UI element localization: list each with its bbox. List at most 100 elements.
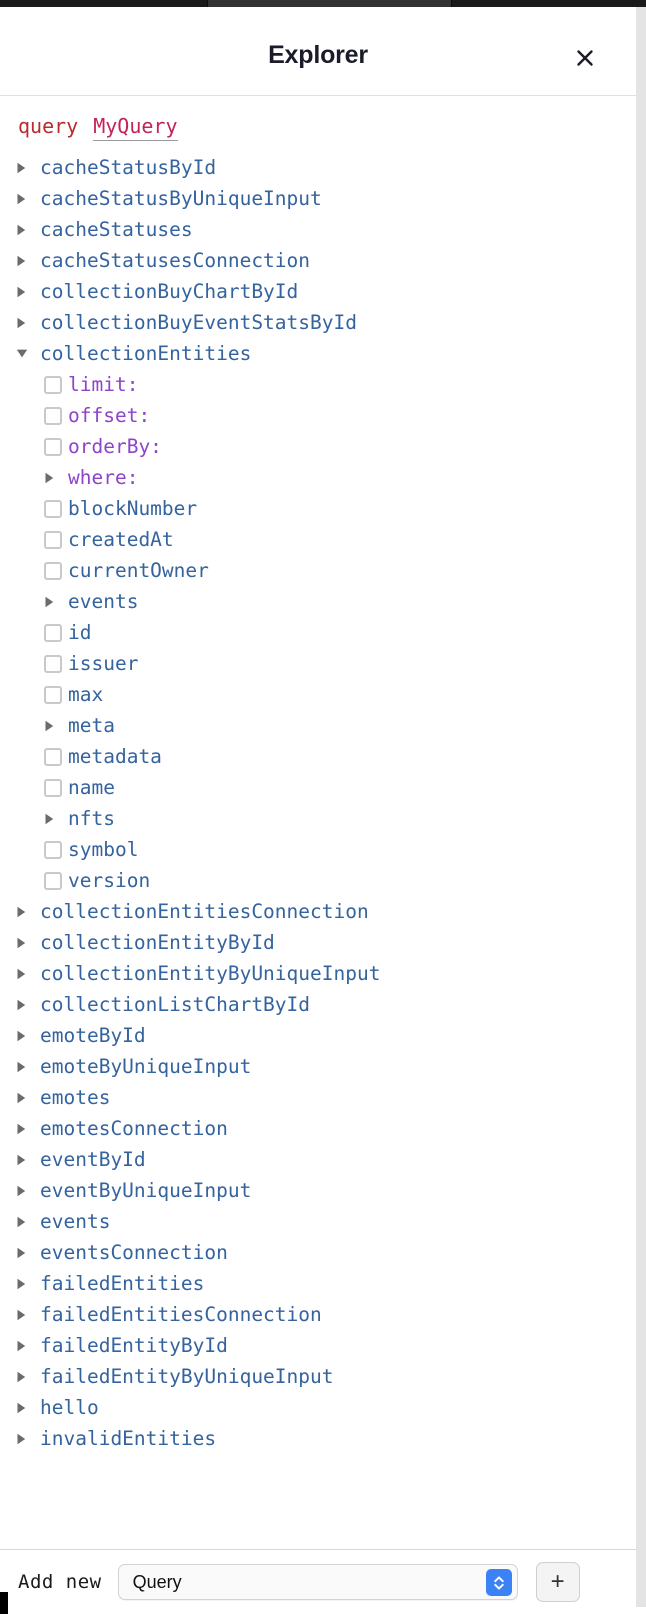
chevron-right-icon[interactable] bbox=[16, 1154, 34, 1166]
tree-row-expandable[interactable]: collectionEntityByUniqueInput bbox=[0, 958, 636, 989]
chevron-right-icon[interactable] bbox=[16, 1123, 34, 1135]
chevron-right-icon[interactable] bbox=[16, 1061, 34, 1073]
chevron-right-icon[interactable] bbox=[44, 813, 62, 825]
tree-row-expandable[interactable]: emoteById bbox=[0, 1020, 636, 1051]
close-icon[interactable] bbox=[572, 45, 598, 71]
chevron-right-icon[interactable] bbox=[16, 999, 34, 1011]
tree-row-label: collectionListChartById bbox=[40, 993, 311, 1016]
tree-row-expandable[interactable]: eventsConnection bbox=[0, 1237, 636, 1268]
explorer-footer: Add new Query + bbox=[0, 1550, 636, 1614]
chevron-right-icon[interactable] bbox=[16, 1340, 34, 1352]
tree-row-checkbox[interactable]: blockNumber bbox=[0, 493, 636, 524]
tree-row-expandable[interactable]: failedEntityById bbox=[0, 1330, 636, 1361]
chevron-right-icon[interactable] bbox=[16, 1216, 34, 1228]
field-checkbox[interactable] bbox=[44, 840, 62, 859]
tree-row-label: meta bbox=[68, 714, 115, 737]
tree-row-expandable[interactable]: cacheStatusById bbox=[0, 152, 636, 183]
tree-row-expandable[interactable]: failedEntities bbox=[0, 1268, 636, 1299]
tree-row-expandable[interactable]: collectionEntitiesConnection bbox=[0, 896, 636, 927]
field-checkbox[interactable] bbox=[44, 685, 62, 704]
operation-name[interactable]: MyQuery bbox=[93, 114, 178, 141]
chevron-right-icon[interactable] bbox=[16, 286, 34, 298]
tree-row-expandable[interactable]: collectionEntityById bbox=[0, 927, 636, 958]
chevron-right-icon[interactable] bbox=[44, 720, 62, 732]
chevron-right-icon[interactable] bbox=[44, 472, 62, 484]
field-checkbox[interactable] bbox=[44, 406, 62, 425]
chevron-right-icon[interactable] bbox=[16, 937, 34, 949]
tree-row-checkbox[interactable]: symbol bbox=[0, 834, 636, 865]
tree-row-label: emotesConnection bbox=[40, 1117, 228, 1140]
chevron-right-icon[interactable] bbox=[16, 906, 34, 918]
field-checkbox[interactable] bbox=[44, 747, 62, 766]
tree-row-expandable[interactable]: cacheStatusByUniqueInput bbox=[0, 183, 636, 214]
tree-row-expandable[interactable]: meta bbox=[0, 710, 636, 741]
add-operation-button[interactable]: + bbox=[535, 1562, 580, 1602]
tree-row-checkbox[interactable]: version bbox=[0, 865, 636, 896]
field-checkbox[interactable] bbox=[44, 499, 62, 518]
field-checkbox[interactable] bbox=[44, 871, 62, 890]
operation-type-select[interactable]: Query bbox=[117, 1564, 518, 1600]
chevron-right-icon[interactable] bbox=[16, 1247, 34, 1259]
chevron-right-icon[interactable] bbox=[16, 224, 34, 236]
tree-row-expandable[interactable]: collectionBuyEventStatsById bbox=[0, 307, 636, 338]
tree-row-label: emoteById bbox=[40, 1024, 146, 1047]
chevron-right-icon[interactable] bbox=[44, 596, 62, 608]
chevron-right-icon[interactable] bbox=[16, 162, 34, 174]
tree-row-checkbox[interactable]: max bbox=[0, 679, 636, 710]
chevron-updown-icon[interactable] bbox=[485, 1569, 512, 1596]
chevron-right-icon[interactable] bbox=[16, 317, 34, 329]
chevron-right-icon[interactable] bbox=[16, 1433, 34, 1445]
field-checkbox[interactable] bbox=[44, 530, 62, 549]
tree-row-expandable[interactable]: events bbox=[0, 586, 636, 617]
field-checkbox[interactable] bbox=[44, 561, 62, 580]
chevron-right-icon[interactable] bbox=[16, 1030, 34, 1042]
tree-row-expandable[interactable]: eventById bbox=[0, 1144, 636, 1175]
chevron-right-icon[interactable] bbox=[16, 968, 34, 980]
field-checkbox[interactable] bbox=[44, 623, 62, 642]
tree-row-expandable[interactable]: emotesConnection bbox=[0, 1113, 636, 1144]
tree-row-checkbox[interactable]: orderBy: bbox=[0, 431, 636, 462]
field-checkbox[interactable] bbox=[44, 654, 62, 673]
tree-row-checkbox[interactable]: id bbox=[0, 617, 636, 648]
chevron-right-icon[interactable] bbox=[16, 1371, 34, 1383]
tree-row-expandable[interactable]: failedEntityByUniqueInput bbox=[0, 1361, 636, 1392]
tree-row-expandable[interactable]: cacheStatuses bbox=[0, 214, 636, 245]
chevron-right-icon[interactable] bbox=[16, 255, 34, 267]
chevron-right-icon[interactable] bbox=[16, 1278, 34, 1290]
tree-row-expandable[interactable]: failedEntitiesConnection bbox=[0, 1299, 636, 1330]
tree-row-expandable[interactable]: where: bbox=[0, 462, 636, 493]
field-checkbox[interactable] bbox=[44, 437, 62, 456]
tree-row-expandable[interactable]: cacheStatusesConnection bbox=[0, 245, 636, 276]
tree-row-expandable[interactable]: eventByUniqueInput bbox=[0, 1175, 636, 1206]
tree-row-checkbox[interactable]: issuer bbox=[0, 648, 636, 679]
tree-row-expandable[interactable]: collectionEntities bbox=[0, 338, 636, 369]
chevron-right-icon[interactable] bbox=[16, 1402, 34, 1414]
chevron-right-icon[interactable] bbox=[16, 1185, 34, 1197]
chevron-right-icon[interactable] bbox=[16, 193, 34, 205]
chevron-right-icon[interactable] bbox=[16, 1309, 34, 1321]
tree-row-checkbox[interactable]: createdAt bbox=[0, 524, 636, 555]
tree-row-checkbox[interactable]: offset: bbox=[0, 400, 636, 431]
chevron-right-icon[interactable] bbox=[16, 1092, 34, 1104]
field-checkbox[interactable] bbox=[44, 375, 62, 394]
tree-row-checkbox[interactable]: metadata bbox=[0, 741, 636, 772]
field-checkbox[interactable] bbox=[44, 778, 62, 797]
tree-row-expandable[interactable]: emotes bbox=[0, 1082, 636, 1113]
tree-row-label: collectionEntityById bbox=[40, 931, 275, 954]
tree-row-expandable[interactable]: emoteByUniqueInput bbox=[0, 1051, 636, 1082]
tree-row-checkbox[interactable]: name bbox=[0, 772, 636, 803]
tree-row-label: createdAt bbox=[68, 528, 174, 551]
tree-row-expandable[interactable]: hello bbox=[0, 1392, 636, 1423]
tree-row-expandable[interactable]: events bbox=[0, 1206, 636, 1237]
tree-row-label: cacheStatusByUniqueInput bbox=[40, 187, 322, 210]
tree-row-checkbox[interactable]: limit: bbox=[0, 369, 636, 400]
page-scroll-gutter[interactable] bbox=[636, 7, 646, 1607]
tree-row-expandable[interactable]: nfts bbox=[0, 803, 636, 834]
tree-row-expandable[interactable]: invalidEntities bbox=[0, 1423, 636, 1454]
tree-row-expandable[interactable]: collectionBuyChartById bbox=[0, 276, 636, 307]
tree-row-checkbox[interactable]: currentOwner bbox=[0, 555, 636, 586]
chevron-down-icon[interactable] bbox=[16, 348, 34, 359]
tree-row-expandable[interactable]: collectionListChartById bbox=[0, 989, 636, 1020]
